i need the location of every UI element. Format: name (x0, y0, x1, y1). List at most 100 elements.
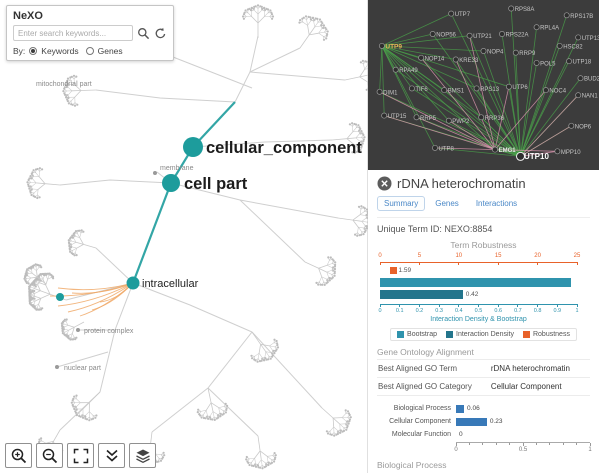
gene-label-rps17b[interactable]: RPS17B (570, 14, 593, 20)
gene-label-utp10[interactable]: UTP10 (524, 152, 549, 161)
zoom-out-button[interactable] (36, 443, 63, 468)
gene-label-tif6[interactable]: TIF6 (415, 87, 428, 93)
gene-node-rrp36[interactable] (478, 114, 485, 121)
gene-node-rps13[interactable] (473, 85, 480, 92)
gene-node-mpp10[interactable] (554, 148, 561, 155)
gene-label-noc4[interactable]: NOC4 (549, 89, 566, 95)
gene-label-pwp2[interactable]: PWP2 (452, 119, 470, 125)
gene-label-utp18[interactable]: UTP18 (573, 60, 592, 66)
gene-label-utp15[interactable]: UTP15 (388, 114, 407, 120)
reset-icon[interactable] (153, 26, 167, 40)
gene-node-emg1[interactable] (492, 146, 498, 153)
gene-node-nop6[interactable] (568, 122, 575, 129)
tree-node-intracellular[interactable] (126, 276, 140, 290)
gene-label-nan1[interactable]: NAN1 (582, 94, 599, 100)
tab-genes[interactable]: Genes (435, 199, 459, 208)
zoom-in-button[interactable] (5, 443, 32, 468)
gene-node-bms1[interactable] (441, 87, 448, 94)
tree-label-cell-part[interactable]: cell part (184, 175, 248, 193)
subnetwork-canvas[interactable]: UTP7 RPS8A RPS17B NOP56 UTP21 RPS22A RPL4A UTP1… (368, 0, 599, 170)
tree-node-cell-part[interactable] (162, 174, 180, 192)
gene-label-rps8a[interactable]: RPS8A (515, 7, 535, 13)
gene-label-nop56[interactable]: NOP56 (436, 33, 456, 39)
gene-label-dim1[interactable]: DIM1 (383, 90, 398, 96)
gene-label-rpl4a[interactable]: RPL4A (540, 26, 559, 32)
tab-interactions[interactable]: Interactions (475, 199, 518, 208)
layers-button[interactable] (129, 443, 156, 468)
tree-label-protein-complex[interactable]: protein complex (84, 328, 134, 335)
gene-label-pol5[interactable]: POL5 (540, 61, 556, 67)
gene-label-nop6[interactable]: NOP6 (575, 124, 592, 130)
gene-node-utp9[interactable] (378, 42, 385, 49)
gene-label-rpa49[interactable]: RPA49 (399, 68, 418, 74)
search-input[interactable] (13, 25, 133, 41)
gene-node-rpa49[interactable] (392, 66, 399, 73)
gene-node-tif6[interactable] (408, 85, 415, 92)
gene-node-rrp5[interactable] (413, 114, 420, 121)
tree-label-cellular-component[interactable]: cellular_component (206, 139, 362, 157)
gene-node-kre33[interactable] (452, 56, 459, 63)
gene-node-utp10[interactable] (516, 151, 525, 161)
gene-node-rps22a[interactable] (499, 31, 505, 37)
gene-node-utp6[interactable] (505, 83, 512, 90)
close-icon[interactable] (377, 176, 392, 191)
gene-node-utp7[interactable] (448, 10, 455, 17)
radio-genes[interactable] (85, 47, 94, 55)
gene-node-nop4[interactable] (480, 48, 487, 54)
gene-node-utp8[interactable] (432, 144, 438, 151)
tree-node-selected-leaf[interactable] (56, 293, 64, 301)
gene-node-rrp9[interactable] (512, 49, 519, 56)
gene-node-dim1[interactable] (376, 88, 383, 95)
gene-label-utp13[interactable]: UTP13 (582, 36, 599, 42)
collapse-button[interactable] (98, 443, 125, 468)
gene-node-noc4[interactable] (542, 87, 549, 94)
gene-label-rrp36[interactable]: RRP36 (485, 116, 505, 122)
gene-label-kre33[interactable]: KRE33 (459, 58, 479, 64)
fit-to-screen-button[interactable] (67, 443, 94, 468)
gene-label-rrp9[interactable]: RRP9 (519, 51, 536, 57)
gene-node-utp18[interactable] (566, 58, 572, 65)
search-icon[interactable] (136, 26, 150, 40)
tree-label-intracellular[interactable]: intracellular (142, 278, 199, 290)
tree-node-nuclear-part[interactable] (55, 365, 59, 369)
gene-label-nop4[interactable]: NOP4 (487, 50, 504, 56)
gene-node-pol5[interactable] (533, 59, 540, 66)
radio-label-keywords[interactable]: Keywords (41, 46, 79, 56)
gene-node-rpl4a[interactable] (533, 24, 540, 31)
gene-label-rps13[interactable]: RPS13 (480, 87, 500, 93)
gene-node-rps17b[interactable] (563, 12, 570, 19)
tree-label-mitochondrial-part[interactable]: mitochondrial part (36, 81, 92, 88)
gene-node-nop14[interactable] (418, 54, 425, 61)
gene-node-utp21[interactable] (466, 32, 473, 39)
ontology-tree-canvas[interactable]: mitochondrial part cellular_componentcell… (0, 0, 368, 473)
gene-label-nop14[interactable]: NOP14 (425, 56, 445, 62)
tree-node-protein-complex[interactable] (76, 328, 80, 332)
tree-label-membrane[interactable]: membrane (160, 165, 194, 172)
gene-label-utp6[interactable]: UTP6 (512, 85, 528, 91)
gene-label-rrp5[interactable]: RRP5 (420, 116, 437, 122)
gene-label-bms1[interactable]: BMS1 (448, 89, 465, 95)
gene-label-utp8[interactable]: UTP8 (439, 146, 455, 152)
gene-node-bud21[interactable] (577, 75, 584, 82)
gene-label-utp21[interactable]: UTP21 (473, 34, 492, 40)
gene-label-utp7[interactable]: UTP7 (455, 12, 471, 18)
gene-label-emg1[interactable]: EMG1 (499, 148, 517, 154)
gene-label-utp9[interactable]: UTP9 (385, 43, 402, 50)
tree-label-nuclear-part[interactable]: nuclear part (64, 365, 101, 372)
gene-node-nop56[interactable] (429, 31, 436, 37)
gene-label-bud21[interactable]: BUD21 (584, 77, 599, 83)
gene-node-utp15[interactable] (381, 112, 388, 119)
gene-label-mpp10[interactable]: MPP10 (561, 150, 581, 156)
radio-keywords[interactable] (29, 47, 38, 55)
gene-node-nan1[interactable] (575, 92, 582, 99)
tree-node-cellular-component[interactable] (183, 137, 203, 157)
radio-label-genes[interactable]: Genes (97, 46, 123, 56)
gene-node-rps8a[interactable] (508, 5, 515, 12)
gene-label-hsc82[interactable]: HSC82 (563, 44, 583, 50)
gene-label-rps22a[interactable]: RPS22A (506, 33, 529, 39)
tree-node-membrane[interactable] (153, 171, 157, 175)
tab-summary[interactable]: Summary (377, 196, 426, 211)
gene-node-utp13[interactable] (575, 34, 582, 41)
gene-node-hsc82[interactable] (556, 42, 563, 49)
gene-node-pwp2[interactable] (445, 117, 452, 124)
